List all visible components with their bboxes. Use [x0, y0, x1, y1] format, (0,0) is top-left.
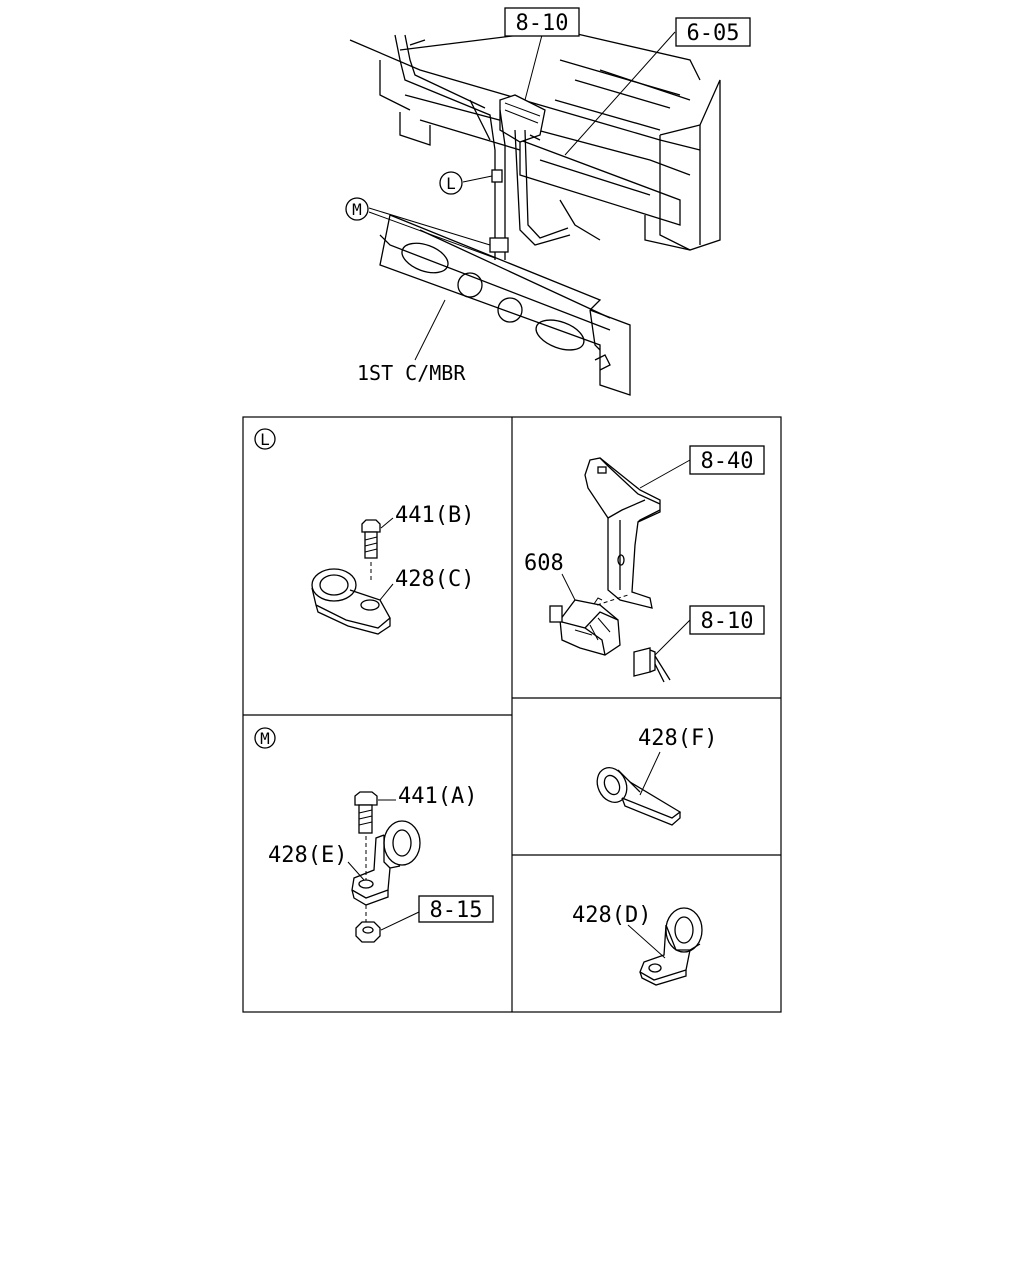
crossmember-label: 1ST C/MBR: [357, 361, 466, 385]
detail-panel-bracket-switch: 8-40 608 8-10: [524, 445, 765, 683]
marker-M: M: [345, 197, 369, 221]
svg-text:8-10: 8-10: [701, 609, 754, 634]
svg-text:M: M: [352, 200, 362, 219]
svg-text:L: L: [446, 174, 456, 193]
bolt-441A: [354, 791, 378, 834]
nut-8-15: [355, 921, 381, 943]
callout-8-10-right: 8-10: [689, 605, 765, 635]
main-assembly-view: 8-10 6-05 L M 1ST C/MBR: [345, 7, 751, 396]
detail-panels-frame: [242, 416, 782, 1013]
detail-panel-428F: 428(F): [596, 726, 717, 826]
clamp-428E: [351, 820, 421, 906]
detail-panel-L: L 441(B) 428(C): [254, 428, 474, 635]
svg-text:428(F): 428(F): [638, 726, 717, 751]
svg-text:L: L: [260, 430, 270, 449]
connector-8-10: [633, 647, 671, 683]
callout-8-15: 8-15: [418, 895, 494, 923]
svg-text:428(D): 428(D): [572, 903, 651, 928]
svg-text:428(C): 428(C): [395, 567, 474, 592]
svg-text:6-05: 6-05: [687, 21, 740, 46]
switch-608: [549, 597, 621, 656]
svg-text:441(A): 441(A): [398, 784, 477, 809]
svg-text:441(B): 441(B): [395, 503, 474, 528]
clamp-428C: [311, 568, 391, 635]
detail-panel-428D: 428(D): [572, 903, 703, 986]
svg-text:608: 608: [524, 551, 564, 576]
svg-text:8-40: 8-40: [701, 449, 754, 474]
bolt-441B: [361, 519, 381, 559]
clamp-428F: [596, 766, 682, 826]
callout-8-10-top: 8-10: [504, 7, 580, 37]
marker-L: L: [439, 171, 463, 195]
callout-8-40: 8-40: [689, 445, 765, 475]
clamp-428D: [639, 907, 703, 986]
callout-6-05: 6-05: [675, 17, 751, 47]
bracket-8-40: [584, 457, 661, 609]
svg-text:428(E): 428(E): [268, 843, 347, 868]
svg-text:M: M: [260, 729, 270, 748]
detail-panel-M: M 441(A) 428(E): [254, 727, 494, 943]
svg-text:8-15: 8-15: [430, 898, 483, 923]
svg-text:8-10: 8-10: [516, 11, 569, 36]
